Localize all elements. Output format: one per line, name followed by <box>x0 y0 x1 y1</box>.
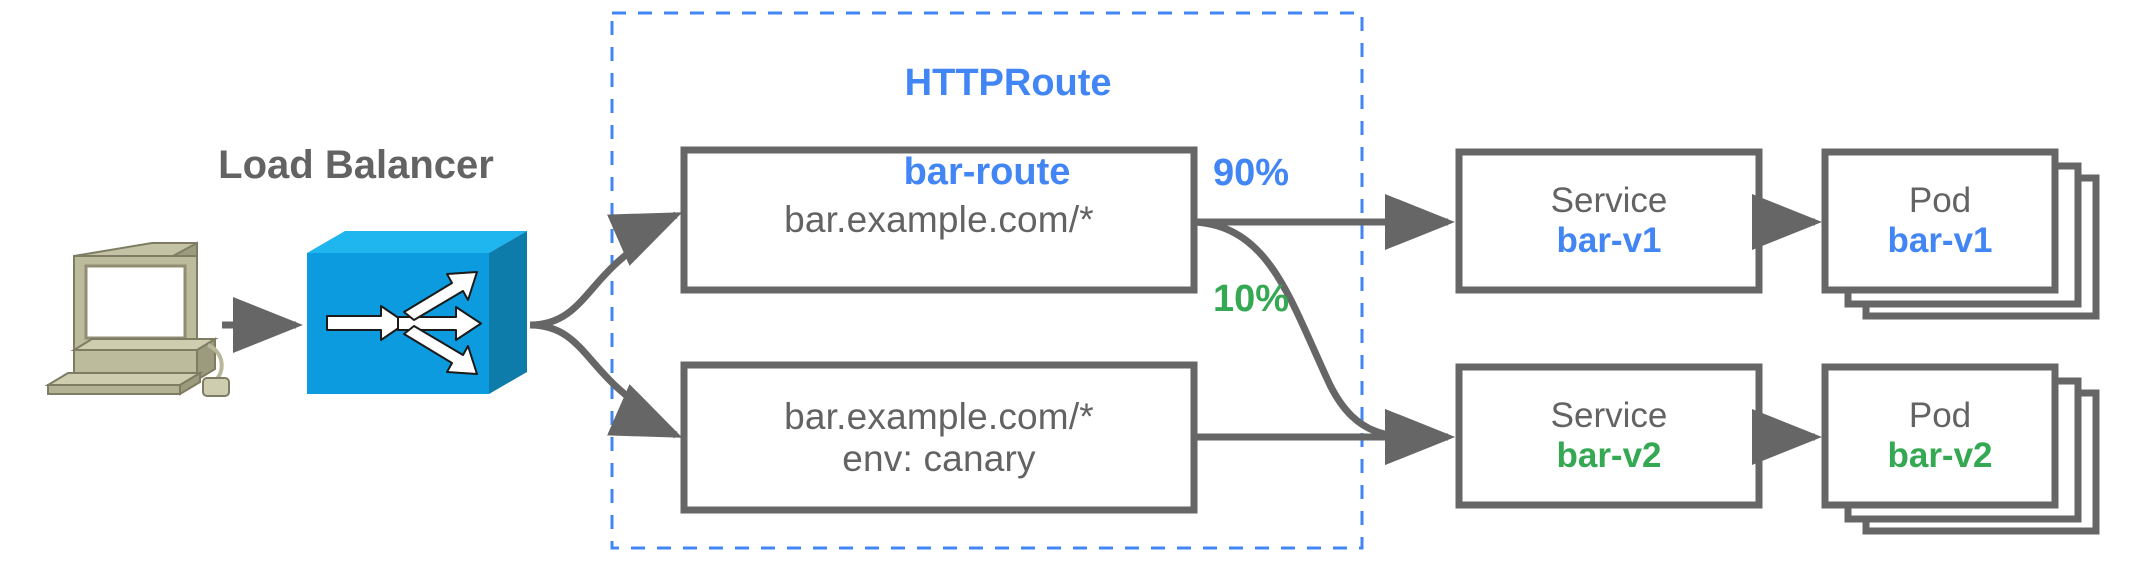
rule-1-hostname: bar.example.com/* <box>784 199 1094 240</box>
pod-bar-v2-text: Pod bar-v2 <box>1825 367 2055 505</box>
pod-v1-kind: Pod <box>1908 181 1972 220</box>
weight-label-90: 90% <box>1213 152 1290 194</box>
rule-2-header-match: env: canary <box>842 437 1036 479</box>
service-bar-v2-text: Service bar-v2 <box>1459 367 1759 505</box>
httproute-group-title: HTTPRoute bar-route <box>612 16 1362 285</box>
load-balancer-switch-icon <box>307 231 527 394</box>
rule-box-2-text: bar.example.com/* env: canary <box>684 365 1194 510</box>
load-balancer-label: Load Balancer <box>218 143 494 187</box>
httproute-name: bar-route <box>903 151 1071 194</box>
service-v1-kind: Service <box>1550 181 1668 220</box>
rule-box-1-text: bar.example.com/* <box>684 150 1194 290</box>
service-v2-name: bar-v2 <box>1556 436 1662 475</box>
desktop-computer-icon <box>44 241 230 397</box>
pod-v2-kind: Pod <box>1908 396 1972 435</box>
rule-2-hostname: bar.example.com/* <box>784 395 1094 437</box>
pod-v2-name: bar-v2 <box>1887 436 1993 475</box>
pod-v1-name: bar-v1 <box>1887 221 1993 260</box>
pod-bar-v1-text: Pod bar-v1 <box>1825 152 2055 290</box>
service-bar-v1-text: Service bar-v1 <box>1459 152 1759 290</box>
service-v2-kind: Service <box>1550 396 1668 435</box>
httproute-kind: HTTPRoute <box>904 61 1112 104</box>
service-v1-name: bar-v1 <box>1556 221 1662 260</box>
weight-label-10: 10% <box>1213 278 1290 320</box>
arrow-lb-to-rule-2 <box>529 321 683 439</box>
